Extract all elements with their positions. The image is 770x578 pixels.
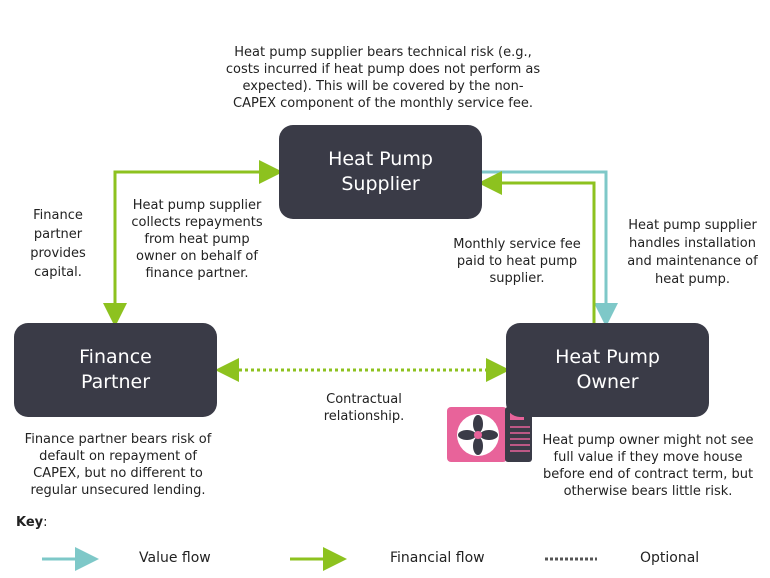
key-title: Key: [16, 515, 48, 530]
key-value-flow-label: Value flow [139, 550, 211, 566]
node-heat-pump-owner: Heat Pump Owner [506, 323, 709, 417]
supplier-owner-value-arrow [482, 170, 618, 327]
contractual-note: Contractual relationship. [323, 392, 405, 424]
node-heat-pump-supplier: Heat Pump Supplier [279, 125, 482, 219]
key-optional-label: Optional [640, 550, 700, 566]
collects-repayments-note: Heat pump supplier collects repayments f… [131, 198, 263, 281]
owner-risk-note: Heat pump owner might not see full value… [542, 433, 754, 499]
owner-supplier-fee-arrow [478, 171, 596, 323]
finance-supplier-arrow [103, 160, 283, 327]
node-finance-partner: Finance Partner [14, 323, 217, 417]
finance-provides-note: Finance partner provides capital. [30, 208, 86, 280]
installation-note: Heat pump supplier handles installation … [627, 218, 758, 287]
supplier-risk-note: Heat pump supplier bears technical risk … [225, 45, 541, 111]
heat-pump-icon [447, 407, 532, 462]
key-financial-flow-label: Financial flow [390, 550, 485, 566]
finance-risk-note: Finance partner bears risk of default on… [24, 432, 212, 498]
monthly-fee-note: Monthly service fee paid to heat pump su… [453, 237, 581, 286]
